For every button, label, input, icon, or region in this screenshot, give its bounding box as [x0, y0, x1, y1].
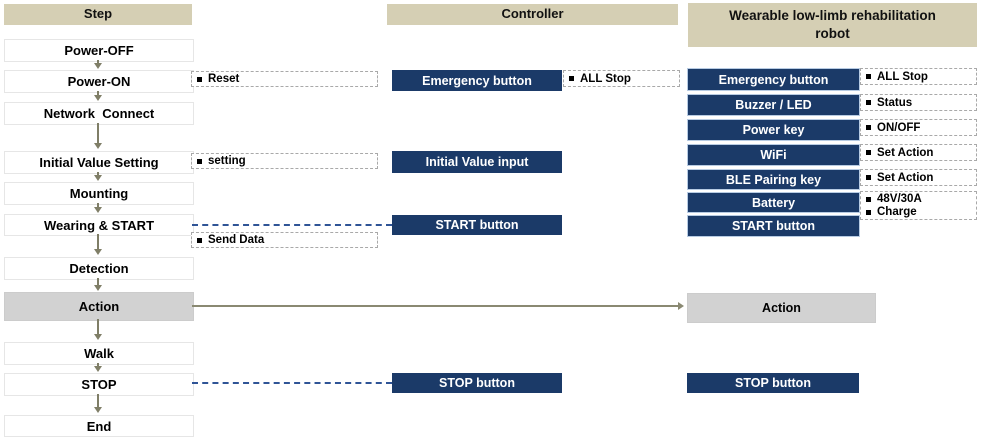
square-bullet-icon: [197, 237, 202, 243]
flow-arrow-down-icon: [94, 363, 102, 372]
square-bullet-icon: [569, 76, 574, 81]
robot-emergency-button: Emergency button: [687, 68, 860, 91]
controller-start-button: START button: [392, 215, 562, 235]
square-bullet-icon: [866, 196, 871, 202]
note-text: ALL Stop: [580, 72, 631, 85]
controller-stop-button: STOP button: [392, 373, 562, 393]
robot-start-button: START button: [687, 215, 860, 237]
note-all-stop-robot: ALL Stop: [860, 68, 977, 85]
note-battery-specs: 48V/30A Charge: [860, 191, 977, 220]
square-bullet-icon: [866, 74, 871, 79]
square-bullet-icon: [197, 76, 202, 82]
action-flow-arrow: [192, 302, 684, 310]
step-box-network-connect: Network Connect: [4, 102, 194, 125]
note-text: ALL Stop: [877, 70, 928, 83]
note-setting: setting: [191, 153, 378, 169]
robot-column-header: Wearable low-limb rehabilitation robot: [688, 3, 977, 47]
note-set-action-ble: Set Action: [860, 169, 977, 186]
square-bullet-icon: [866, 150, 871, 155]
note-text: 48V/30A: [877, 192, 922, 205]
square-bullet-icon: [866, 209, 871, 215]
step-box-detection: Detection: [4, 257, 194, 280]
robot-wifi: WiFi: [687, 144, 860, 166]
robot-ble-pairing-key: BLE Pairing key: [687, 169, 860, 190]
note-all-stop-controller: ALL Stop: [563, 70, 680, 87]
step-box-action: Action: [4, 292, 194, 321]
note-text: Send Data: [208, 234, 265, 246]
note-reset: Reset: [191, 71, 378, 87]
flow-arrow-down-icon: [94, 172, 102, 181]
flow-arrow-down-icon: [94, 319, 102, 340]
step-box-stop: STOP: [4, 373, 194, 396]
flow-arrow-down-icon: [94, 203, 102, 213]
controller-initial-value-input: Initial Value input: [392, 151, 562, 173]
flow-arrow-down-icon: [94, 91, 102, 101]
note-text: setting: [208, 155, 246, 167]
step-box-power-on: Power-ON: [4, 70, 194, 93]
stop-signal-dashed-line: [192, 382, 392, 384]
flow-arrow-down-icon: [94, 278, 102, 291]
square-bullet-icon: [866, 100, 871, 105]
note-send-data: Send Data: [191, 232, 378, 248]
note-status: Status: [860, 94, 977, 111]
square-bullet-icon: [197, 158, 202, 164]
step-column-header: Step: [4, 4, 192, 25]
note-text: Set Action: [877, 146, 934, 159]
square-bullet-icon: [866, 125, 871, 130]
step-box-power-off: Power-OFF: [4, 39, 194, 62]
square-bullet-icon: [866, 175, 871, 180]
controller-emergency-button: Emergency button: [392, 70, 562, 91]
step-box-end: End: [4, 415, 194, 437]
note-text: Reset: [208, 73, 240, 85]
robot-battery: Battery: [687, 192, 860, 213]
note-on-off: ON/OFF: [860, 119, 977, 136]
step-box-walk: Walk: [4, 342, 194, 365]
note-text: Charge: [877, 205, 917, 218]
robot-power-key: Power key: [687, 119, 860, 141]
flow-arrow-down-icon: [94, 394, 102, 413]
step-box-mounting: Mounting: [4, 182, 194, 205]
step-box-initial-value-setting: Initial Value Setting: [4, 151, 194, 174]
robot-buzzer-led: Buzzer / LED: [687, 94, 860, 116]
start-signal-dashed-line: [192, 224, 392, 226]
note-text: Set Action: [877, 171, 934, 184]
flow-arrow-down-icon: [94, 234, 102, 255]
flow-arrow-down-icon: [94, 123, 102, 149]
flow-arrow-down-icon: [94, 60, 102, 69]
controller-column-header: Controller: [387, 4, 678, 25]
robot-action-box: Action: [687, 293, 876, 323]
note-set-action-wifi: Set Action: [860, 144, 977, 161]
note-text: ON/OFF: [877, 121, 921, 134]
step-box-wearing-start: Wearing & START: [4, 214, 194, 236]
note-text: Status: [877, 96, 913, 109]
robot-stop-button: STOP button: [687, 373, 859, 393]
